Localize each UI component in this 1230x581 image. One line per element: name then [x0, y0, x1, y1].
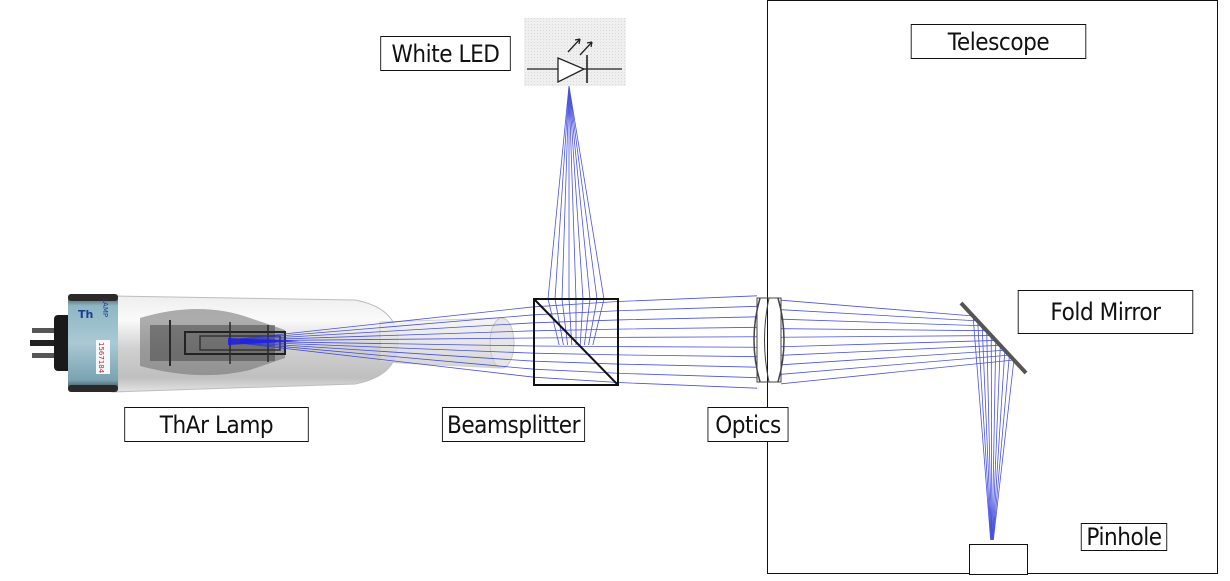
pinhole-box	[970, 545, 1028, 575]
white-led-label: White LED	[380, 36, 511, 71]
ray-segment	[781, 340, 996, 346]
beamsplitter-label: Beamsplitter	[442, 407, 585, 442]
ray-segment	[781, 345, 1000, 355]
ray-segment	[569, 86, 590, 345]
lamp-brand-print: LAMP	[101, 298, 109, 317]
ray-segment	[781, 336, 991, 338]
ray-segment	[781, 300, 973, 316]
pinhole-label: Pinhole	[1081, 523, 1167, 551]
ray-segment	[548, 86, 569, 345]
ray-segment	[991, 336, 992, 540]
optics-label: Optics	[708, 407, 789, 442]
lamp-element-print: Th	[78, 308, 93, 321]
lamp-pins	[30, 315, 74, 371]
lamp-serial-print: 1567184	[97, 342, 105, 374]
ray-segment	[781, 329, 987, 331]
white-led-panel	[524, 18, 626, 86]
ray-segment	[993, 355, 1009, 540]
ray-segment	[973, 316, 991, 540]
ray-segment	[781, 310, 978, 321]
ray-segment	[781, 360, 1014, 384]
telescope-enclosure	[768, 1, 1218, 574]
fold-mirror	[961, 303, 1026, 373]
fold-mirror-label: Fold Mirror	[1018, 290, 1194, 334]
optics-lens	[754, 298, 784, 382]
thar-lamp-label: ThAr Lamp	[124, 407, 309, 442]
ray-segment	[781, 355, 1009, 374]
ray-segment	[781, 319, 982, 326]
ray-segment	[555, 86, 569, 345]
telescope-label: Telescope	[911, 24, 1087, 59]
ray-segment	[781, 350, 1005, 365]
ray-segment	[982, 326, 991, 540]
